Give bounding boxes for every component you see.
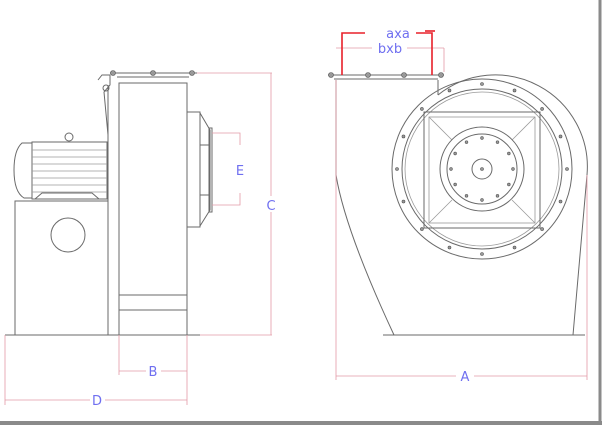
label-bxb: bxb — [378, 42, 402, 57]
bolt — [480, 82, 484, 86]
bolt — [449, 167, 453, 171]
bolt — [453, 151, 457, 156]
bolt — [420, 107, 424, 111]
motor-base — [14, 200, 109, 336]
inlet-bolts — [449, 136, 515, 202]
base-opening — [50, 217, 86, 253]
side-top-flange — [110, 70, 197, 78]
bolt — [558, 134, 563, 139]
bolt — [511, 167, 515, 171]
support-square — [423, 111, 541, 229]
outlet-flange — [328, 72, 444, 80]
dimension-e: E — [212, 132, 244, 206]
bolt — [480, 252, 484, 256]
label-a: A — [461, 370, 470, 385]
side-view — [5, 70, 213, 336]
inlet-flange-outer — [391, 78, 573, 260]
label-d: D — [92, 394, 102, 409]
dimension-axa: axa — [341, 27, 435, 75]
flange-bolts — [395, 82, 569, 256]
scroll-right — [437, 74, 588, 336]
bolt — [565, 167, 569, 171]
bolt — [512, 88, 517, 93]
dimension-a: A — [335, 80, 588, 385]
inlet-ring — [439, 126, 525, 212]
lifting-eye — [64, 132, 74, 142]
bolt — [395, 167, 399, 171]
bolt — [464, 194, 469, 198]
bolt — [480, 136, 484, 140]
bolt — [420, 227, 424, 231]
motor — [13, 132, 108, 200]
bolt — [495, 194, 500, 198]
bolt — [447, 88, 452, 93]
bolt — [540, 107, 544, 111]
dimension-d: D — [4, 335, 187, 409]
bolt — [495, 140, 500, 144]
dimension-c: C — [197, 72, 276, 336]
bolt — [401, 199, 406, 204]
dimension-b: B — [118, 335, 188, 405]
bolt — [507, 182, 511, 187]
label-c: C — [266, 199, 275, 214]
inlet — [186, 111, 213, 228]
label-axa: axa — [386, 27, 410, 42]
bolt — [558, 199, 563, 204]
bolt — [512, 245, 517, 250]
side-housing — [118, 82, 188, 336]
bolt — [507, 151, 511, 156]
bolt — [540, 227, 544, 231]
hub — [471, 158, 493, 180]
dimension-bxb: bxb — [336, 42, 445, 72]
bolt — [401, 134, 406, 139]
front-view — [328, 72, 588, 336]
scroll-left — [335, 80, 395, 336]
bolt — [447, 245, 452, 250]
bearing-arm — [97, 74, 111, 136]
bolt — [453, 182, 457, 187]
label-e: E — [236, 164, 244, 179]
bolt — [464, 140, 469, 144]
label-b: B — [149, 365, 158, 380]
bolt — [480, 198, 484, 202]
